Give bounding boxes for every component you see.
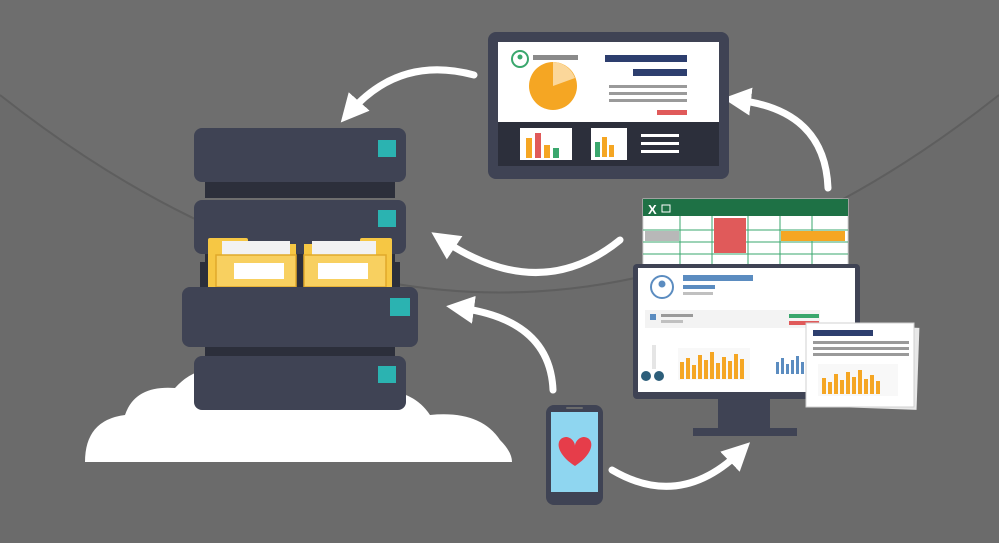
monitor-icon xyxy=(488,32,729,179)
server-led xyxy=(378,140,396,157)
server-unit xyxy=(194,128,406,182)
background-arc-edge xyxy=(0,94,999,294)
report-icon xyxy=(805,322,920,410)
folder-icon xyxy=(208,238,297,288)
avatar-icon xyxy=(511,50,529,68)
bar-chart xyxy=(678,348,750,380)
spreadsheet-icon: X xyxy=(642,198,849,270)
server-unit xyxy=(194,356,406,410)
arrow-icon xyxy=(608,442,751,490)
server-drawer xyxy=(182,287,418,347)
phone-icon xyxy=(546,405,603,505)
server-gap xyxy=(205,178,395,198)
cloud-icon xyxy=(85,363,512,462)
monitor-neck xyxy=(718,399,770,431)
arrow-icon xyxy=(340,66,478,123)
avatar-icon xyxy=(650,275,674,299)
bar-chart xyxy=(776,356,804,374)
info-bar xyxy=(645,310,820,328)
folder-icon xyxy=(303,238,392,288)
server-led xyxy=(378,366,396,383)
heart-icon xyxy=(558,437,592,466)
server-led xyxy=(390,298,410,316)
spreadsheet-header xyxy=(643,199,848,216)
arrow-icon xyxy=(723,87,832,192)
monitor-base xyxy=(693,428,797,436)
arrow-icon xyxy=(446,295,557,394)
server-icon xyxy=(182,128,418,410)
server-led xyxy=(378,210,396,227)
arrow-icon xyxy=(431,232,624,276)
spreadsheet-app-letter: X xyxy=(648,202,657,217)
